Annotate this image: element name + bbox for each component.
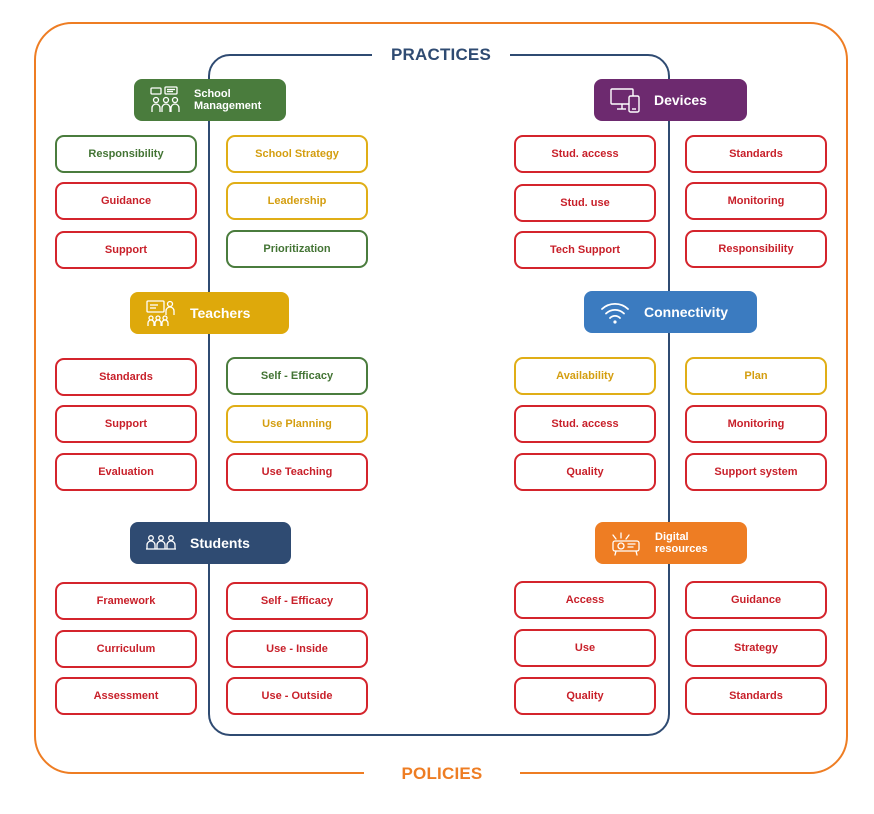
teachers-self-efficacy-pill: Self - Efficacy: [226, 357, 368, 395]
teacher-board-icon: [144, 298, 178, 328]
digital-standards-pill: Standards: [685, 677, 827, 715]
projector-icon: [609, 528, 643, 558]
connectivity-monitoring-pill: Monitoring: [685, 405, 827, 443]
devices-standards-pill: Standards: [685, 135, 827, 173]
devices-header: Devices: [594, 79, 747, 121]
students-assessment-pill: Assessment: [55, 677, 197, 715]
students-framework-pill: Framework: [55, 582, 197, 620]
connectivity-plan-pill: Plan: [685, 357, 827, 395]
policies-title: POLICIES: [364, 763, 520, 785]
devices-tech-support-pill: Tech Support: [514, 231, 656, 269]
teachers-support-pill: Support: [55, 405, 197, 443]
students-use-inside-pill: Use - Inside: [226, 630, 368, 668]
connectivity-title: Connectivity: [644, 304, 729, 320]
connectivity-availability-pill: Availability: [514, 357, 656, 395]
school-mgmt-responsibility-pill: Responsibility: [55, 135, 197, 173]
connectivity-quality-pill: Quality: [514, 453, 656, 491]
meeting-people-icon: [148, 85, 182, 115]
students-header: Students: [130, 522, 291, 564]
teachers-header: Teachers: [130, 292, 289, 334]
students-curriculum-pill: Curriculum: [55, 630, 197, 668]
devices-title: Devices: [654, 92, 707, 108]
school-mgmt-support-pill: Support: [55, 231, 197, 269]
school-mgmt-guidance-pill: Guidance: [55, 182, 197, 220]
students-title: Students: [190, 535, 250, 551]
digital-resources-title: Digital resources: [655, 531, 708, 555]
school-mgmt-strategy-pill: School Strategy: [226, 135, 368, 173]
digital-guidance-pill: Guidance: [685, 581, 827, 619]
digital-quality-pill: Quality: [514, 677, 656, 715]
digital-resources-header: Digital resources: [595, 522, 747, 564]
practices-title: PRACTICES: [372, 44, 510, 66]
school-mgmt-prioritization-pill: Prioritization: [226, 230, 368, 268]
teachers-use-planning-pill: Use Planning: [226, 405, 368, 443]
teachers-use-teaching-pill: Use Teaching: [226, 453, 368, 491]
devices-stud-access-pill: Stud. access: [514, 135, 656, 173]
school-management-title: School Management: [194, 88, 262, 112]
devices-responsibility-pill: Responsibility: [685, 230, 827, 268]
students-use-outside-pill: Use - Outside: [226, 677, 368, 715]
connectivity-header: Connectivity: [584, 291, 757, 333]
teachers-title: Teachers: [190, 305, 251, 321]
digital-access-pill: Access: [514, 581, 656, 619]
wifi-icon: [598, 297, 632, 327]
devices-icon: [608, 85, 642, 115]
devices-monitoring-pill: Monitoring: [685, 182, 827, 220]
students-self-efficacy-pill: Self - Efficacy: [226, 582, 368, 620]
students-icon: [144, 528, 178, 558]
digital-strategy-pill: Strategy: [685, 629, 827, 667]
connectivity-support-system-pill: Support system: [685, 453, 827, 491]
connectivity-stud-access-pill: Stud. access: [514, 405, 656, 443]
teachers-standards-pill: Standards: [55, 358, 197, 396]
devices-stud-use-pill: Stud. use: [514, 184, 656, 222]
school-management-header: School Management: [134, 79, 286, 121]
teachers-evaluation-pill: Evaluation: [55, 453, 197, 491]
digital-use-pill: Use: [514, 629, 656, 667]
school-mgmt-leadership-pill: Leadership: [226, 182, 368, 220]
